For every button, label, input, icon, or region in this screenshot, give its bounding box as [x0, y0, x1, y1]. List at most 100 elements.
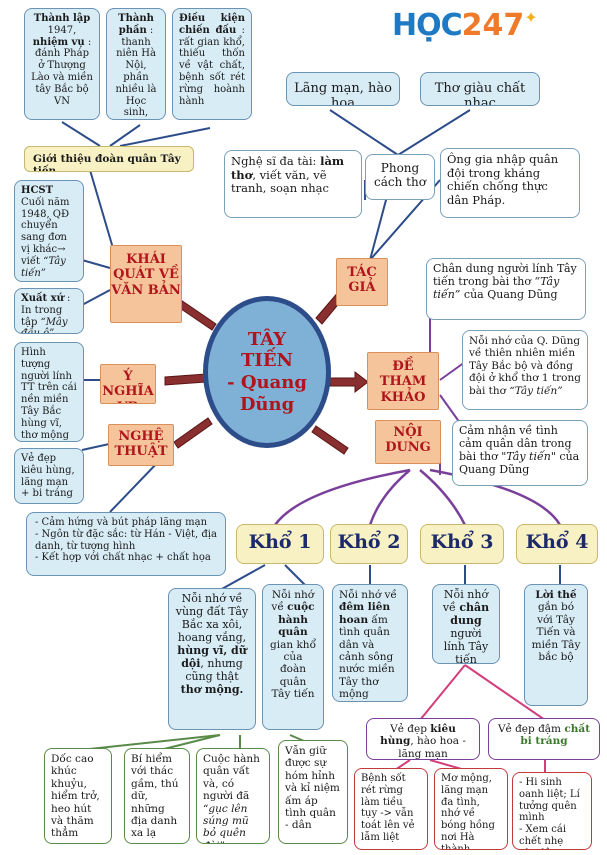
- de-3-italic: "Tây tiến": [501, 449, 556, 463]
- nghe-si-box: Nghệ sĩ đa tài: làm thơ, viết văn, vẽ tr…: [224, 150, 362, 218]
- kho-2-pre: Nỗi nhớ về: [339, 589, 397, 601]
- kho-1a-mid: , nhưng cũng thật: [185, 656, 243, 683]
- kho-2-box: Nỗi nhớ về đêm liên hoan ấm tình quân dâ…: [332, 584, 408, 702]
- hcst-text: Cuối năm 1948, QĐ chuyển sang đơn vị khá…: [21, 196, 70, 267]
- xuat-xu-box: Xuất xứ : In trong tập “Mây đầu ô”: [14, 288, 84, 334]
- thanh-phan-text: : thanh niên Hà Nội, phần nhiều là Học s…: [115, 24, 157, 119]
- branch-tac-gia: TÁC GIẢ: [336, 258, 388, 306]
- bi-trang-b1: chất bi tráng: [520, 723, 591, 748]
- kho-1b-box: Nỗi nhớ về cuộc hành quân gian khổ của đ…: [262, 584, 324, 730]
- nghe-si-bold: làm thơ: [231, 154, 345, 182]
- kieu-hung-box: Vẻ đẹp kiêu hùng, hào hoa - lãng mạn: [366, 718, 480, 760]
- xuat-xu-italic: “Mây đầu ô”: [21, 316, 68, 334]
- kho-1-header: Khổ 1: [236, 524, 324, 564]
- kho-1a-b2: thơ mộng.: [180, 682, 244, 696]
- title-line1: TÂY: [247, 328, 287, 350]
- nghe-thuat-item: - Ngôn từ đặc sắc: từ Hán - Việt, địa da…: [35, 528, 217, 552]
- y-nghia-box: Hình tượng người lính TT trên cái nền mi…: [14, 342, 84, 442]
- kieu-hung-post: , hào hoa - lãng mạn: [398, 735, 466, 760]
- nghe-si-pre: Nghệ sĩ đa tài:: [231, 154, 317, 168]
- de-2-italic: “Tây tiến”: [509, 384, 563, 397]
- kho-2-header: Khổ 2: [330, 524, 408, 564]
- nhiem-vu-label: nhiệm vụ: [32, 36, 85, 48]
- kho-1a-pre: Nỗi nhớ về vùng đất Tây Bắc xa xôi, hoan…: [175, 592, 249, 644]
- kho-1b-b1: cuộc hành quân: [278, 601, 315, 639]
- nhiem-vu-text: : đánh Pháp ở Thượng Lào và miền tây Bắc…: [31, 36, 93, 107]
- branch-khai-quat: KHÁI QUÁT VỀ VĂN BẢN: [110, 245, 182, 323]
- hcst-italic: “Tây tiến”: [21, 255, 66, 279]
- title-line4: Dũng: [239, 393, 295, 415]
- sub-cuoc-hanh-quan-text: Cuộc hành quân vất và, có người đã: [203, 753, 260, 803]
- kho-3-header: Khổ 3: [420, 524, 504, 564]
- thanh-lap-year: 1947,: [47, 24, 77, 36]
- kho-1a-box: Nỗi nhớ về vùng đất Tây Bắc xa xôi, hoan…: [168, 588, 256, 730]
- branch-noi-dung: NỘI DUNG: [375, 420, 441, 464]
- de-1-box: Chân dung người lính Tây tiến trong bài …: [426, 258, 586, 320]
- title-line2: TIẾN: [241, 350, 293, 372]
- sub-hi-sinh-2: - Xem cái chết nhẹ như lông hồng: [519, 824, 567, 849]
- sub-hi-sinh-1: - Hi sinh oanh liệt; Lí tưởng quên mình: [519, 777, 580, 824]
- de-2-box: Nỗi nhớ của Q. Dũng về thiên nhiên miền …: [462, 330, 588, 410]
- branch-y-nghia: Ý NGHĨA VB: [100, 364, 156, 404]
- sub-hi-sinh: - Hi sinh oanh liệt; Lí tưởng quên mình …: [512, 772, 592, 850]
- sub-cuoc-hanh-quan: Cuộc hành quân vất và, có người đã “gục …: [196, 748, 270, 844]
- dieu-kien-label: Điều kiện chiến đấu: [179, 13, 245, 36]
- xuat-xu-text: : In trong tập: [21, 293, 71, 328]
- kho-3-box: Nỗi nhớ về chân dung người lính Tây tiến: [432, 584, 500, 664]
- central-title: TÂY TIẾN - Quang Dũng: [203, 296, 331, 448]
- kho-1a-b1: hùng vĩ, dữ dội: [177, 643, 247, 670]
- xuat-xu-label: Xuất xứ: [21, 293, 64, 304]
- de-2-text: Nỗi nhớ của Q. Dũng về thiên nhiên miền …: [469, 335, 581, 397]
- de-1-italic: “Tây tiến”: [433, 274, 560, 301]
- thanh-phan-box: Thành phần : thanh niên Hà Nội, phần nhi…: [106, 8, 166, 120]
- kho-4-header: Khổ 4: [516, 524, 598, 564]
- thanh-lap-box: Thành lập 1947, nhiệm vụ : đánh Pháp ở T…: [24, 8, 100, 120]
- branch-de-tham-khao: ĐỀ THAM KHẢO: [367, 352, 439, 410]
- sub-benh-sot-ret: Bệnh sốt rét rừng làm tiều tụy -> vẫn to…: [354, 768, 428, 850]
- lang-man-box: Lãng mạn, hào hoa: [286, 72, 400, 106]
- kho-1b-post: gian khổ của đoàn quân Tây tiến: [270, 638, 316, 701]
- kho-2-post: ấm tình quân dân và cảnh sông nước miền …: [339, 613, 395, 700]
- phong-cach-box: Phong cách thơ: [365, 154, 435, 200]
- de-3-post: của Quang Dũng: [459, 449, 580, 476]
- hcst-box: HCST Cuối năm 1948, QĐ chuyển sang đơn v…: [14, 180, 84, 282]
- kho-3-post: người lính Tây tiến: [443, 626, 489, 664]
- de-1-text: Chân dung người lính Tây tiến trong bài …: [433, 262, 577, 288]
- gioi-thieu-box: Giới thiệu đoàn quân Tây tiến: [24, 146, 194, 172]
- thanh-lap-label: Thành lập: [33, 13, 91, 24]
- tho-giau-box: Thơ giàu chất nhạc: [420, 72, 540, 106]
- kho-3-b1: chân dung: [450, 600, 490, 627]
- nghe-si-post: , viết văn, vẽ tranh, soạn nhạc: [231, 167, 329, 196]
- sparkle-icon: ✦: [524, 8, 538, 27]
- kho-2-b1: đêm liên hoan: [339, 601, 391, 626]
- branch-nghe-thuat: NGHỆ THUẬT: [108, 424, 174, 466]
- dieu-kien-box: Điều kiện chiến đấu : rất gian khổ, thiế…: [172, 8, 252, 120]
- nghe-thuat-item: - Kết hợp với chất nhạc + chất họa: [35, 552, 211, 564]
- hcst-label: HCST: [21, 185, 54, 196]
- kho-4-b1: Lời thề: [535, 589, 577, 601]
- nghe-thuat-list: - Cảm hứng và bút pháp lãng mạn - Ngôn t…: [26, 512, 226, 576]
- logo-hoc: HỌC: [392, 8, 463, 43]
- bi-trang-box: Vẻ đẹp đậm chất bi tráng: [488, 718, 600, 760]
- bi-trang-pre: Vẻ đẹp đậm: [497, 723, 562, 735]
- de-3-box: Cảm nhận về tình cảm quân dân trong bài …: [452, 420, 588, 486]
- ve-dep-box: Vẻ đẹp kiêu hùng, lãng mạn + bi tráng: [14, 448, 84, 504]
- title-line3: - Quang: [227, 372, 307, 393]
- de-3-text: Cảm nhận về tình cảm quân dân trong bài …: [459, 424, 572, 463]
- thanh-phan-label: Thành phần: [118, 13, 154, 36]
- kieu-hung-pre: Vẻ đẹp: [390, 723, 427, 735]
- kho-1b-pre: Nỗi nhớ về: [271, 589, 315, 614]
- logo-247: 247: [461, 8, 525, 43]
- sub-bi-hiem: Bí hiểm với thác gầm, thú dữ, những địa …: [124, 748, 190, 844]
- kho-3-pre: Nỗi nhớ về: [442, 588, 489, 614]
- nghe-thuat-item: - Cảm hứng và bút pháp lãng mạn: [35, 517, 208, 528]
- kho-4-post: gắn bó với Tây Tiến và miền Tây bắc bộ: [531, 601, 581, 663]
- sub-doc-cao: Dốc cao khúc khuỷu, hiểm trở, heo hút và…: [44, 748, 112, 844]
- dieu-kien-text: : rất gian khổ, thiếu thốn về vật chất, …: [179, 24, 245, 107]
- gia-nhap-box: Ông gia nhập quân đội trong kháng chiến …: [440, 148, 580, 218]
- de-1-post: của Quang Dũng: [463, 287, 558, 301]
- kho-4-box: Lời thề gắn bó với Tây Tiến và miền Tây …: [524, 584, 588, 706]
- sub-cuoc-hanh-quan-italic: “gục lên súng mũ bỏ quên đời”: [203, 802, 249, 844]
- sub-mo-mong: Mơ mộng, lãng mạn đa tình, nhớ về bóng h…: [434, 768, 508, 850]
- hoc247-logo: HỌC247✦: [392, 8, 542, 50]
